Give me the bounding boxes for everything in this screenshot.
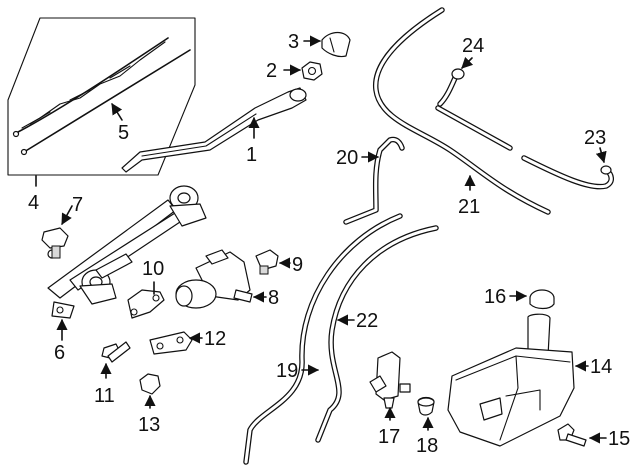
callout-16: 16 bbox=[484, 286, 506, 308]
callout-19: 19 bbox=[276, 360, 298, 382]
arm-nut-part-2 bbox=[283, 61, 323, 81]
wiper-motor-part-8 bbox=[175, 249, 267, 309]
bolt-part-11 bbox=[100, 341, 131, 379]
callout-3: 3 bbox=[288, 31, 299, 53]
wiper-blade-part-5 bbox=[12, 37, 191, 156]
callout-18: 18 bbox=[416, 435, 438, 457]
wiper-blade-kit-box bbox=[7, 17, 196, 187]
callout-2: 2 bbox=[266, 60, 277, 82]
callout-20: 20 bbox=[336, 147, 358, 169]
leader-24 bbox=[461, 56, 474, 69]
pump-grommet-part-18 bbox=[417, 396, 435, 431]
leader-5 bbox=[111, 103, 123, 121]
washer-pump-part-17 bbox=[369, 351, 411, 421]
washer-hose-part-21 bbox=[373, 7, 551, 215]
nut-part-13 bbox=[139, 373, 161, 409]
reservoir-bolt-part-15 bbox=[557, 423, 607, 447]
leader-23 bbox=[595, 147, 607, 164]
wiper-arm-part-1 bbox=[121, 87, 307, 173]
callout-labels: 1 2 3 4 5 6 7 8 9 10 11 12 13 14 15 16 1… bbox=[28, 31, 630, 457]
callout-5: 5 bbox=[118, 122, 129, 144]
callout-6: 6 bbox=[54, 342, 65, 364]
linkage-bolt-part-7 bbox=[41, 205, 73, 259]
washer-nozzle-part-24 bbox=[437, 56, 474, 107]
callout-4: 4 bbox=[28, 192, 39, 214]
washer-reservoir-part-14 bbox=[447, 313, 589, 447]
washer-hose-part-22 bbox=[315, 225, 439, 443]
callout-15: 15 bbox=[608, 428, 630, 450]
callout-21: 21 bbox=[458, 196, 480, 218]
reservoir-cap-part-16 bbox=[509, 289, 555, 310]
washer-hose-part-20 bbox=[343, 136, 405, 225]
callout-12: 12 bbox=[204, 328, 226, 350]
callout-17: 17 bbox=[378, 426, 400, 448]
arm-cap-part-3 bbox=[303, 31, 351, 58]
callout-8: 8 bbox=[268, 287, 279, 309]
callout-10: 10 bbox=[142, 258, 164, 280]
leader-7 bbox=[61, 205, 73, 225]
bracket-part-10 bbox=[127, 281, 165, 319]
washer-hose-part-19 bbox=[243, 213, 403, 465]
callout-7: 7 bbox=[72, 194, 83, 216]
callout-1: 1 bbox=[246, 144, 257, 166]
callout-23: 23 bbox=[584, 127, 606, 149]
callout-9: 9 bbox=[292, 254, 303, 276]
callout-14: 14 bbox=[590, 356, 612, 378]
callout-22: 22 bbox=[356, 310, 378, 332]
wiper-linkage-part-6 bbox=[47, 185, 207, 341]
bracket-part-12 bbox=[149, 331, 203, 355]
motor-bolt-part-9 bbox=[255, 249, 291, 275]
washer-nozzle-part-23 bbox=[521, 147, 614, 190]
callout-24: 24 bbox=[462, 35, 484, 57]
callout-11: 11 bbox=[94, 385, 115, 407]
callout-13: 13 bbox=[138, 414, 160, 436]
